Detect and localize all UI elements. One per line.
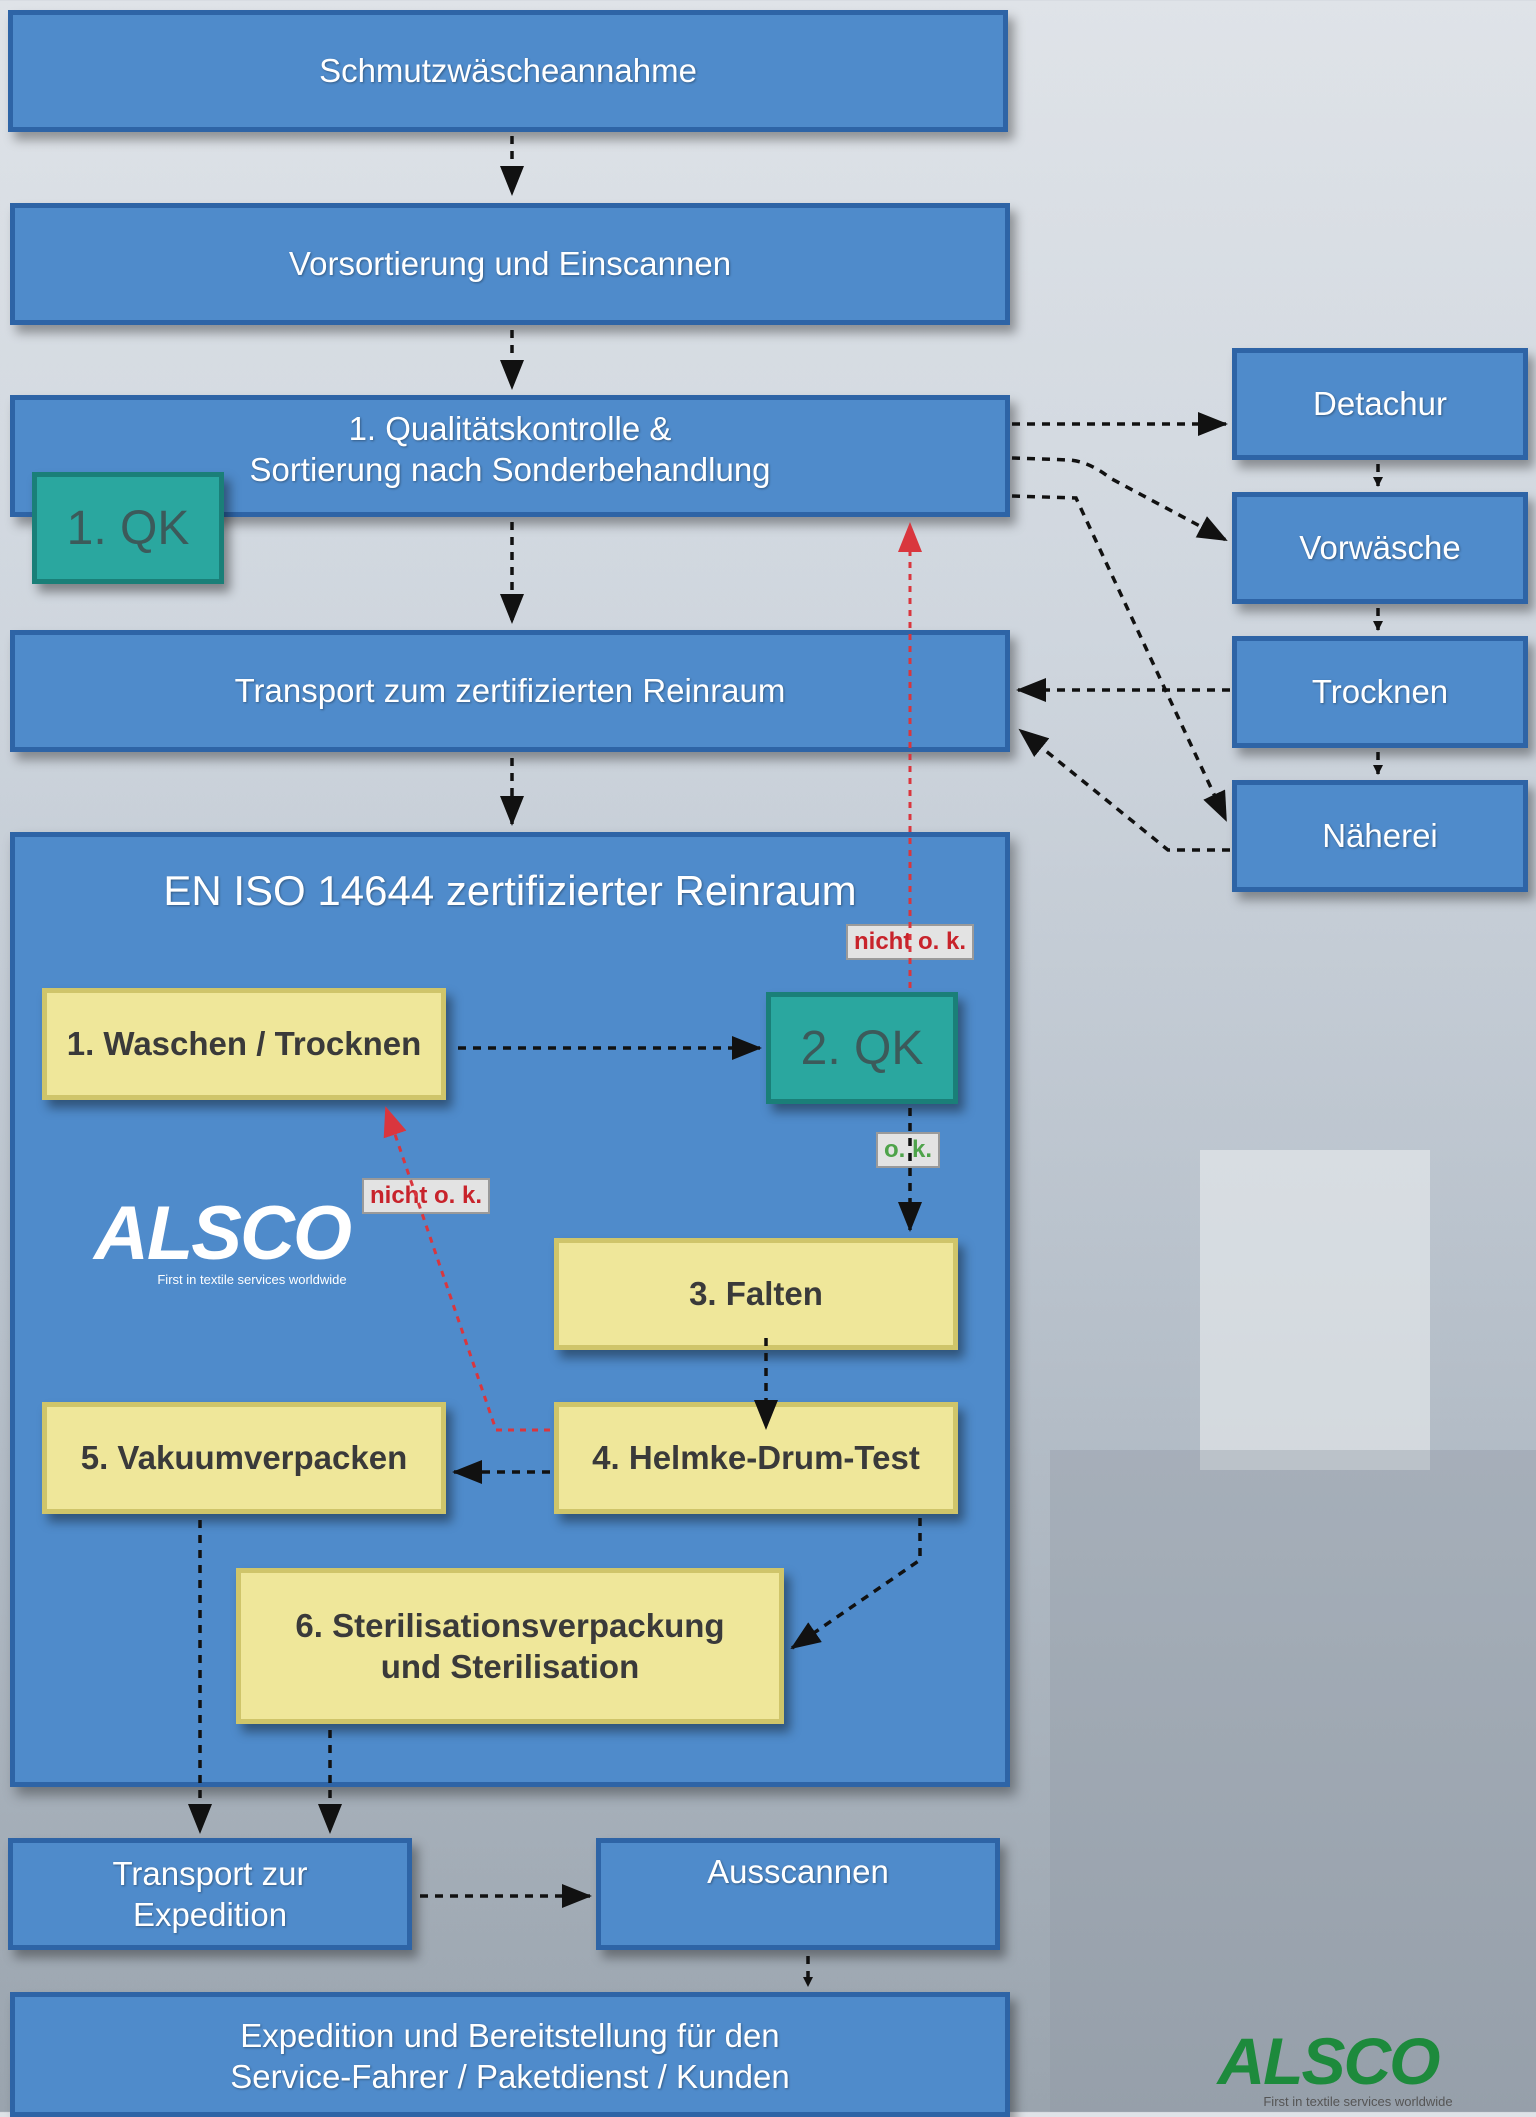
step-waschen-trocknen: 1. Waschen / Trocknen	[42, 988, 446, 1100]
side-label: Näherei	[1322, 817, 1438, 855]
step-sterilisation: 6. Sterilisationsverpackung und Sterilis…	[236, 1568, 784, 1724]
side-trocknen: Trocknen	[1232, 636, 1528, 748]
step-transport-expedition: Transport zur Expedition	[8, 1838, 412, 1950]
step-helmke-drum-test: 4. Helmke-Drum-Test	[554, 1402, 958, 1514]
alsco-logo-tagline: First in textile services worldwide	[1263, 2094, 1453, 2109]
step-label: Transport zum zertifizierten Reinraum	[234, 672, 786, 710]
step-label: 1. Waschen / Trocknen	[66, 1025, 422, 1063]
step-label-line2: und Sterilisation	[380, 1648, 640, 1685]
step-label-line1: Transport zur	[112, 1854, 308, 1892]
side-naeherei: Näherei	[1232, 780, 1528, 892]
step-label: 4. Helmke-Drum-Test	[592, 1439, 920, 1477]
side-label: Detachur	[1313, 385, 1447, 423]
step-vakuumverpacken: 5. Vakuumverpacken	[42, 1402, 446, 1514]
tag-nicht-ok-helmke: nicht o. k.	[362, 1178, 491, 1214]
step-label-line2: Sortierung nach Sonderbehandlung	[249, 451, 771, 489]
step-label: Ausscannen	[707, 1853, 889, 1890]
side-vorwaesche: Vorwäsche	[1232, 492, 1528, 604]
step-ausscannen: Ausscannen	[596, 1838, 1000, 1950]
step-label-line2: Service-Fahrer / Paketdienst / Kunden	[230, 2058, 790, 2096]
qk2-badge: 2. QK	[766, 992, 958, 1104]
qk1-label: 1. QK	[66, 501, 190, 555]
side-label: Trocknen	[1311, 673, 1449, 711]
tag-ok: o. k.	[876, 1132, 941, 1168]
step-schmutzwaescheannahme: Schmutzwäscheannahme	[8, 10, 1008, 132]
qk2-label: 2. QK	[800, 1021, 924, 1075]
step-label: 5. Vakuumverpacken	[80, 1439, 408, 1477]
side-detachur: Detachur	[1232, 348, 1528, 460]
arrow-to-naeherei	[1011, 494, 1228, 822]
arrow-helmke-steril	[790, 1518, 922, 1650]
alsco-logo-inner: ALSCO First in textile services worldwid…	[72, 1191, 372, 1288]
step-transport-reinraum: Transport zum zertifizierten Reinraum	[10, 630, 1010, 752]
qk1-badge: 1. QK	[32, 472, 224, 584]
background-panel-right	[1200, 1150, 1430, 1470]
alsco-logo-corner: ALSCO First in textile services worldwid…	[1196, 2028, 1460, 2109]
alsco-logo-word: ALSCO	[94, 1191, 352, 1276]
step-label: Vorsortierung und Einscannen	[288, 245, 732, 283]
alsco-logo-tagline: First in textile services worldwide	[157, 1272, 347, 1287]
step-vorsortierung: Vorsortierung und Einscannen	[10, 203, 1010, 325]
background-panel-lower	[1050, 1450, 1536, 2112]
cleanroom-title: EN ISO 14644 zertifizierter Reinraum	[163, 867, 857, 914]
step-label-line1: Expedition und Bereitstellung für den	[240, 2017, 780, 2054]
step-label-line2: Expedition	[132, 1896, 288, 1933]
step-label: Schmutzwäscheannahme	[319, 52, 697, 90]
arrow-naeherei-to-s4	[1018, 728, 1230, 852]
alsco-logo-word: ALSCO	[1217, 2024, 1441, 2098]
step-label: 3. Falten	[689, 1275, 823, 1313]
arrow-helmke-back-to-waschen	[383, 1106, 550, 1432]
step-label-line1: 6. Sterilisationsverpackung	[295, 1606, 725, 1644]
step-label-line1: 1. Qualitätskontrolle &	[348, 410, 672, 447]
arrow-to-vorwaesche	[1011, 456, 1228, 542]
side-label: Vorwäsche	[1299, 529, 1461, 567]
step-falten: 3. Falten	[554, 1238, 958, 1350]
